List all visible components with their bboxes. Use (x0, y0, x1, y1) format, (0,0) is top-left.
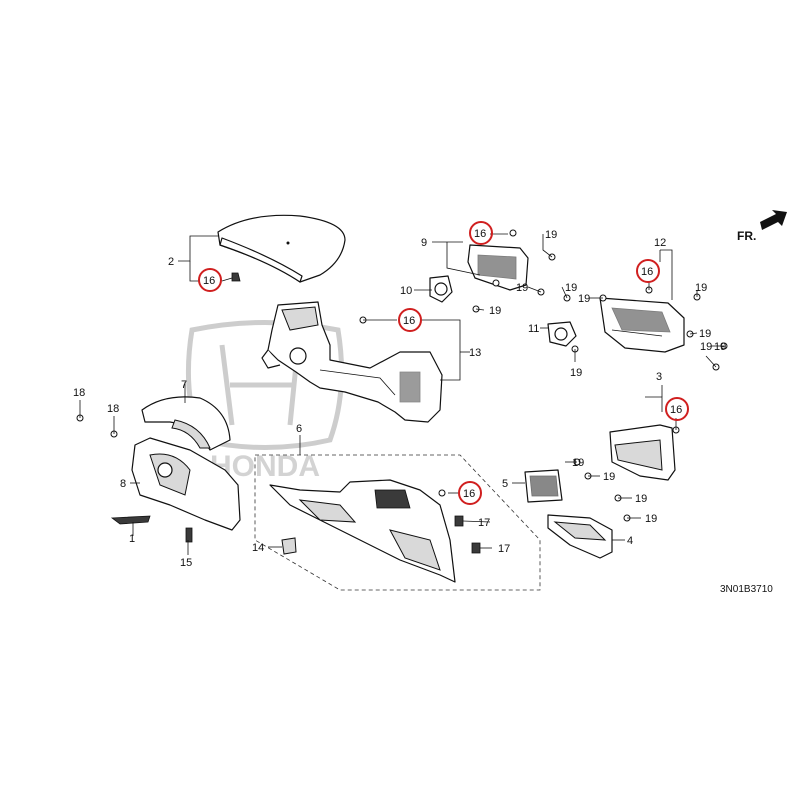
armrest-lid (217, 214, 346, 283)
diagram-code: 3N01B3710 (720, 584, 773, 595)
callout-14: 14 (252, 542, 264, 554)
callout-17-upper: 17 (478, 517, 490, 529)
callout-19-a: 19 (545, 229, 557, 241)
callout-19-i: 19 (570, 367, 582, 379)
leader-lines (79, 233, 724, 555)
callout-16-d: 16 (403, 315, 415, 327)
clip-small-2 (231, 272, 241, 282)
direction-label: FR. (737, 229, 756, 243)
callout-18-left: 18 (73, 387, 85, 399)
callout-19-c: 19 (565, 282, 577, 294)
highlight-16-frame: 16 (398, 308, 422, 332)
callout-19-e: 19 (578, 293, 590, 305)
callout-1: 1 (129, 533, 135, 545)
callout-19-j: 19 (603, 471, 615, 483)
callout-18-right: 18 (107, 403, 119, 415)
group-outline-6 (254, 454, 541, 591)
vent-knob-10 (429, 275, 453, 303)
callout-9: 9 (421, 237, 427, 249)
callout-12: 12 (654, 237, 666, 249)
callout-16-f: 16 (463, 488, 475, 500)
callout-15: 15 (180, 557, 192, 569)
callout-19-h: 19 (700, 341, 712, 353)
callout-16-c: 16 (641, 266, 653, 278)
vent-knob-11 (547, 321, 577, 347)
callout-19-n: 19 (572, 457, 584, 469)
callout-16-a: 16 (203, 275, 215, 287)
callout-19-m: 19 (714, 341, 726, 353)
callout-16-b: 16 (474, 228, 486, 240)
highlight-16-lower-panel: 16 (458, 481, 482, 505)
small-bracket (281, 537, 297, 555)
callout-16-e: 16 (670, 404, 682, 416)
air-vent-right (599, 297, 685, 353)
highlight-16-side-panel: 16 (665, 397, 689, 421)
callout-8: 8 (120, 478, 126, 490)
callout-5: 5 (502, 478, 508, 490)
lower-cover-4 (547, 514, 613, 559)
highlight-16-vent-left: 16 (469, 221, 493, 245)
callout-19-b: 19 (516, 282, 528, 294)
callout-6: 6 (296, 423, 302, 435)
air-vent-left (467, 244, 529, 291)
trim-strip (110, 515, 151, 525)
callout-17-lower: 17 (498, 543, 510, 555)
callout-19-k: 19 (635, 493, 647, 505)
callout-10: 10 (400, 285, 412, 297)
callout-labels: 1 2 3 4 5 6 7 8 9 10 11 12 13 14 15 17 1… (73, 229, 726, 569)
front-direction-arrow: FR. (737, 210, 787, 243)
callout-11: 11 (528, 323, 539, 335)
lower-panel (269, 479, 456, 583)
switch-panel-5 (524, 469, 563, 503)
highlight-16-armrest: 16 (198, 268, 222, 292)
highlighted-callouts: 16 16 16 16 16 16 (198, 221, 689, 505)
callout-3: 3 (656, 371, 662, 383)
highlight-16-vent-right: 16 (636, 259, 660, 283)
console-frame (261, 301, 443, 423)
side-panel-3 (609, 424, 676, 481)
callout-4: 4 (627, 535, 633, 547)
column-cover-upper (141, 396, 231, 451)
callout-19-d: 19 (489, 305, 501, 317)
callout-19-g: 19 (699, 328, 711, 340)
callout-13: 13 (469, 347, 481, 359)
callout-19-l: 19 (645, 513, 657, 525)
column-cover-lower (131, 437, 241, 531)
callout-7: 7 (181, 379, 187, 391)
callout-19-f: 19 (695, 282, 707, 294)
callout-2: 2 (168, 256, 174, 268)
